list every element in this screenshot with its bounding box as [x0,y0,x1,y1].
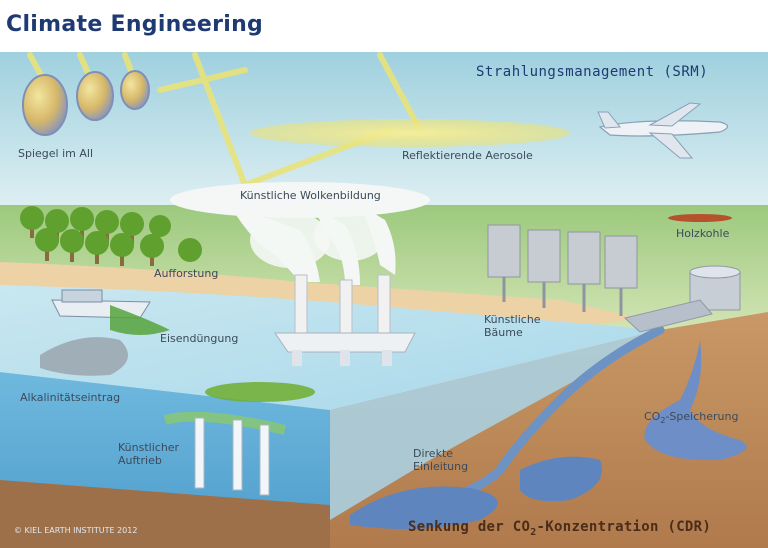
fertilization-boat [51,289,170,335]
space-mirrors [22,70,150,136]
ocean-soil-wedge [330,330,660,520]
label-biochar: Holzkohle [676,227,730,240]
label-aerosols: Reflektierende Aerosole [402,149,533,162]
label-artificial-upwelling: Künstlicher Auftrieb [118,441,180,467]
diagram-title: Climate Engineering [6,12,264,37]
aerosol-layer [250,119,570,147]
label-clouds: Künstliche Wolkenbildung [240,189,381,202]
artificial-cloud [170,182,430,285]
label-direct-injection: Direkte Einleitung [413,447,469,473]
label-artificial-trees: Künstliche Bäume [484,313,541,339]
upwelling-pipes [163,411,287,496]
label-space-mirrors: Spiegel im All [18,147,93,160]
cdr-heading: Senkung der CO2-Konzentration (CDR) [408,519,712,538]
beach [0,262,640,330]
alkalinity-patch [205,382,315,402]
copyright-credit: © KIEL EARTH INSTITUTE 2012 [14,526,138,535]
label-alkalinity: Alkalinitätseintrag [20,391,121,404]
label-afforestation: Aufforstung [154,267,219,280]
srm-heading: Strahlungsmanagement (SRM) [476,64,709,80]
reservoir-right [644,340,747,461]
label-iron-fertilization: Eisendüngung [160,332,239,345]
label-co2-storage: CO2-Speicherung [644,410,739,426]
reservoir-left [350,486,498,529]
artificial-trees [487,224,638,316]
storage-facility [623,265,741,333]
reservoir-mid [520,456,602,502]
biochar-patch [668,214,732,222]
forest [20,206,202,266]
airplane [597,102,729,159]
cloud-ship [274,274,416,366]
iron-particles [40,337,128,376]
seabed [0,480,330,548]
